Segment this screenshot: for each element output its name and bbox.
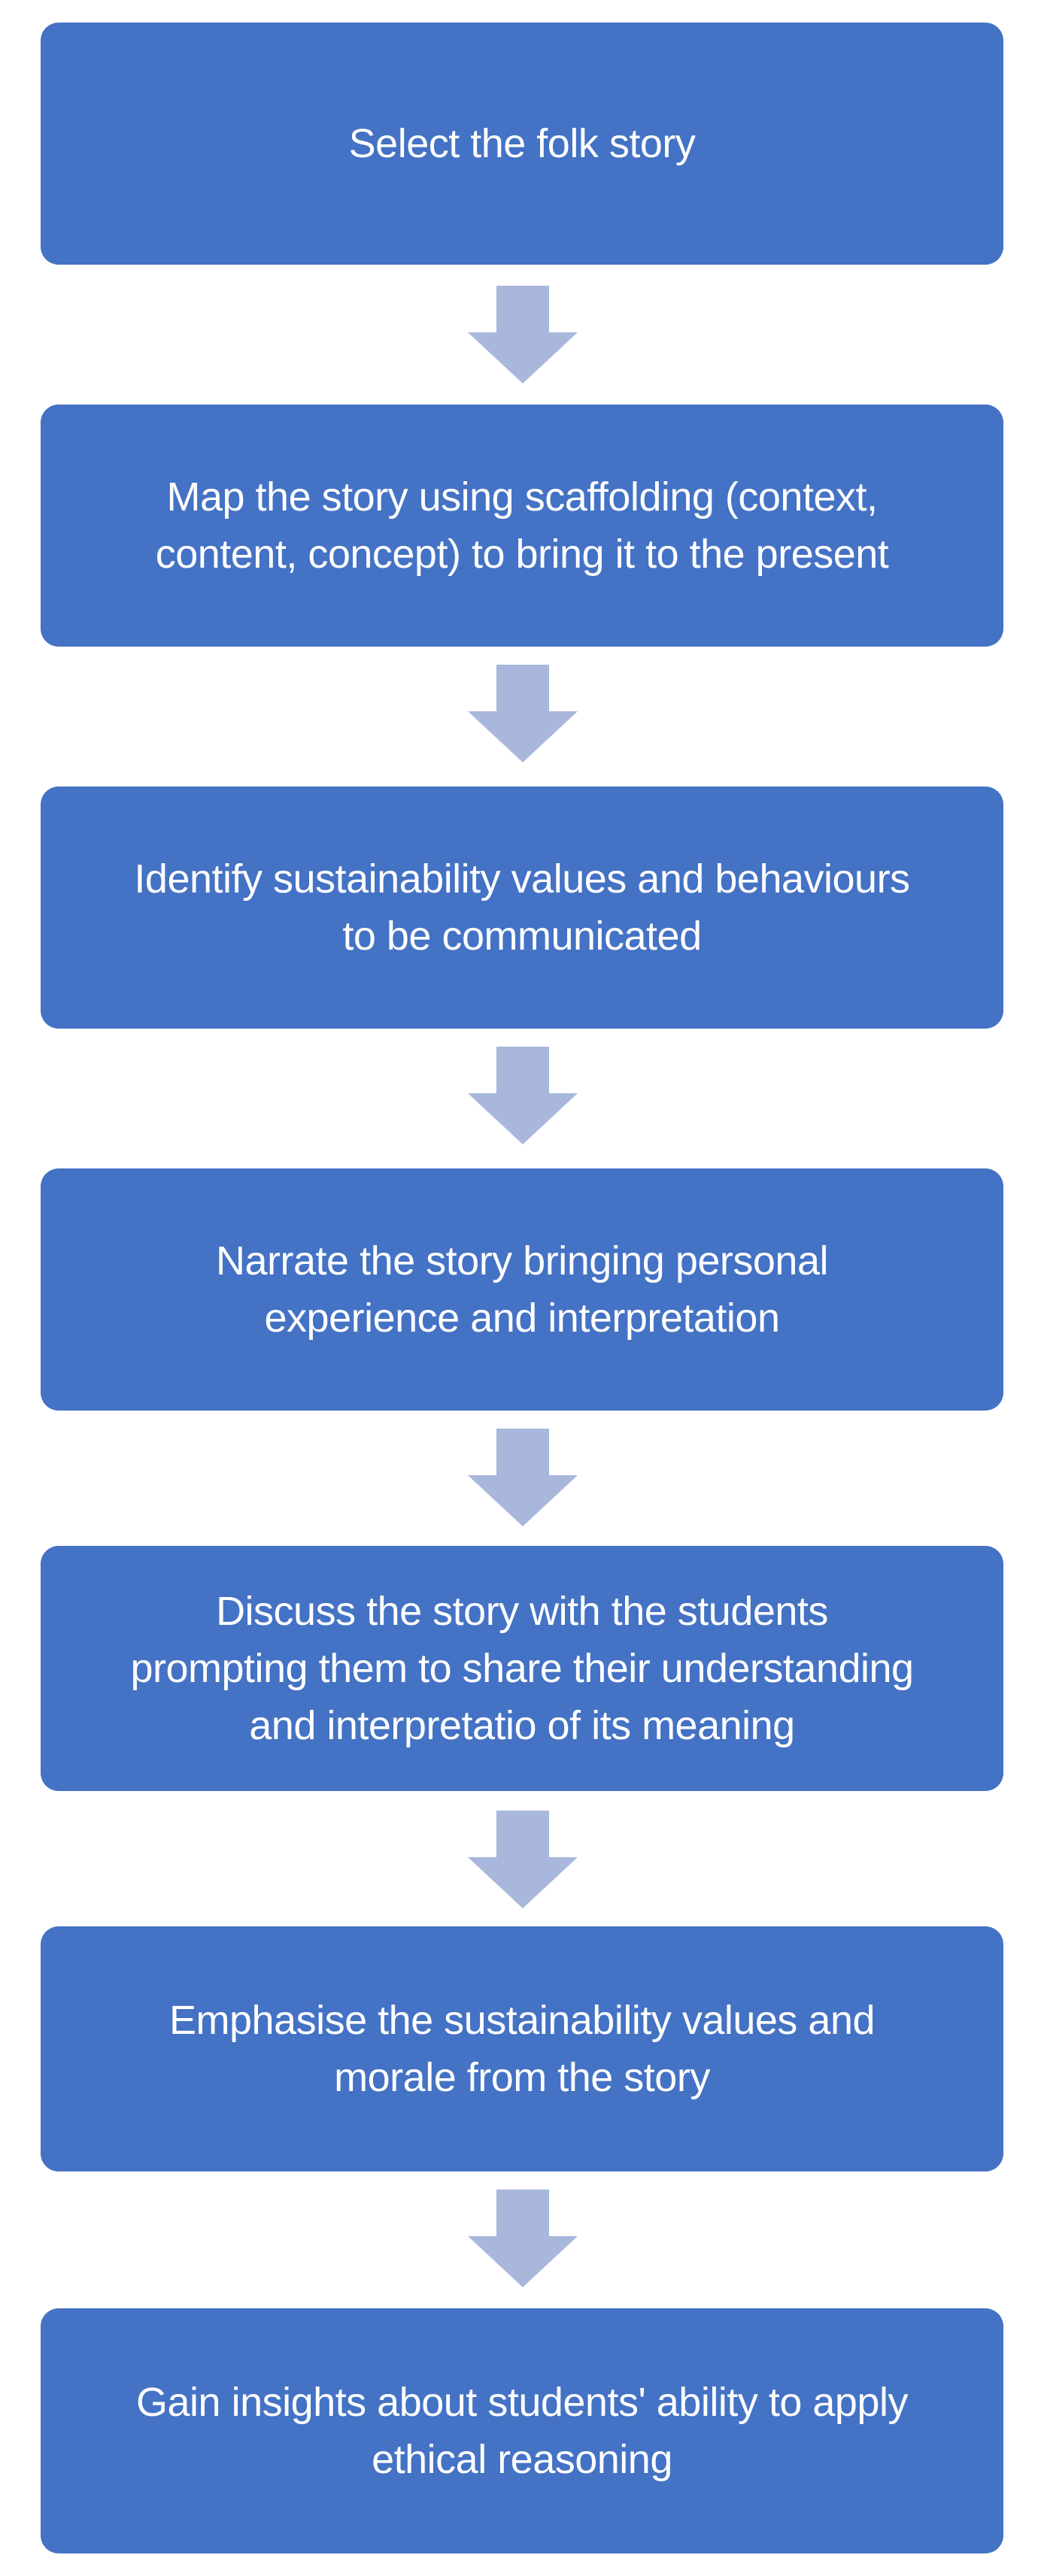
step-label: Gain insights about students' ability to… [136, 2380, 908, 2482]
down-arrow-icon [468, 2190, 578, 2287]
step-map-story: Map the story using scaffolding (context… [41, 405, 1003, 647]
step-label: Select the folk story [348, 121, 696, 166]
down-arrow-icon [468, 286, 578, 383]
down-arrow-icon [468, 665, 578, 762]
step-label: Discuss the story with the students prom… [130, 1589, 914, 1748]
step-discuss-story: Discuss the story with the students prom… [41, 1546, 1003, 1791]
step-label: Map the story using scaffolding (context… [155, 474, 889, 577]
down-arrow-icon [468, 1047, 578, 1144]
step-identify-values: Identify sustainability values and behav… [41, 786, 1003, 1029]
step-emphasise-values: Emphasise the sustainability values and … [41, 1926, 1003, 2171]
step-label: Emphasise the sustainability values and … [168, 1998, 876, 2100]
step-select-folk-story: Select the folk story [41, 23, 1003, 265]
step-label: Identify sustainability values and behav… [134, 856, 910, 959]
step-label: Narrate the story bringing personal expe… [216, 1238, 828, 1341]
down-arrow-icon [468, 1811, 578, 1908]
down-arrow-icon [468, 1429, 578, 1526]
step-gain-insights: Gain insights about students' ability to… [41, 2308, 1003, 2553]
step-narrate-story: Narrate the story bringing personal expe… [41, 1168, 1003, 1411]
